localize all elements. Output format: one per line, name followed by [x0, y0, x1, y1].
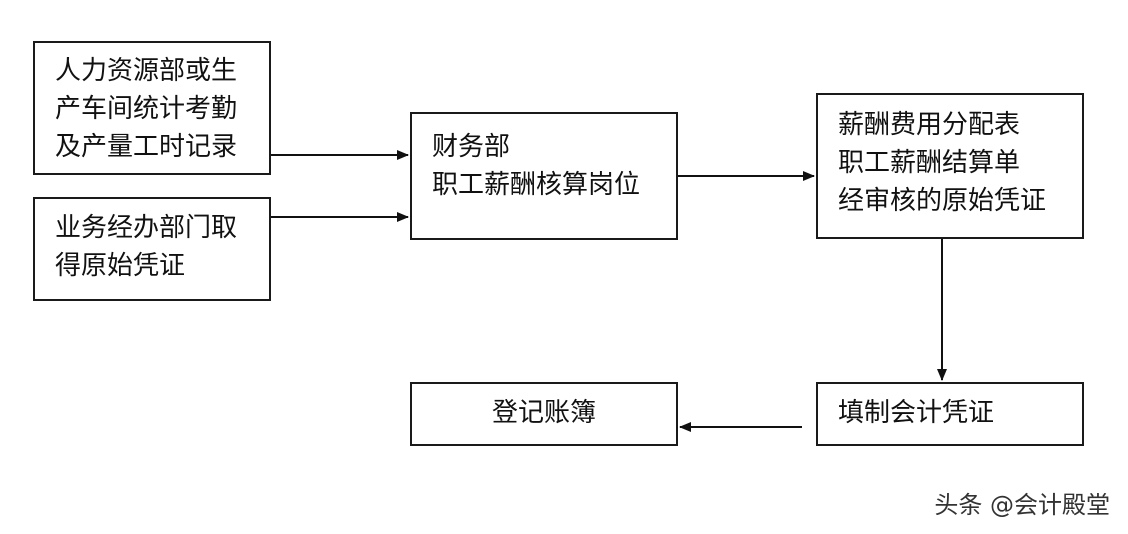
- watermark-text: 头条 @会计殿堂: [934, 491, 1110, 519]
- box-line: 职工薪酬结算单: [838, 148, 1021, 178]
- box-line: 经审核的原始凭证: [838, 186, 1047, 216]
- box-line: 产车间统计考勤: [55, 94, 238, 124]
- box-line: 得原始凭证: [55, 251, 186, 281]
- box-line: 薪酬费用分配表: [838, 110, 1021, 140]
- hr-attendance-records-box: 人力资源部或生 产车间统计考勤 及产量工时记录: [33, 41, 271, 175]
- box-line: 填制会计凭证: [838, 398, 995, 428]
- box-line: 业务经办部门取: [55, 213, 238, 243]
- finance-payroll-post-box: 财务部 职工薪酬核算岗位: [410, 112, 678, 240]
- business-dept-vouchers-box: 业务经办部门取 得原始凭证: [33, 197, 271, 301]
- box-line: 人力资源部或生: [55, 56, 238, 86]
- box-line: 财务部: [432, 132, 511, 162]
- payroll-documents-box: 薪酬费用分配表 职工薪酬结算单 经审核的原始凭证: [816, 93, 1084, 239]
- register-ledger-box: 登记账簿: [410, 382, 678, 446]
- box-line: 及产量工时记录: [55, 132, 238, 162]
- box-line: 登记账簿: [491, 398, 596, 428]
- box-line: 职工薪酬核算岗位: [432, 170, 641, 200]
- fill-voucher-box: 填制会计凭证: [816, 382, 1084, 446]
